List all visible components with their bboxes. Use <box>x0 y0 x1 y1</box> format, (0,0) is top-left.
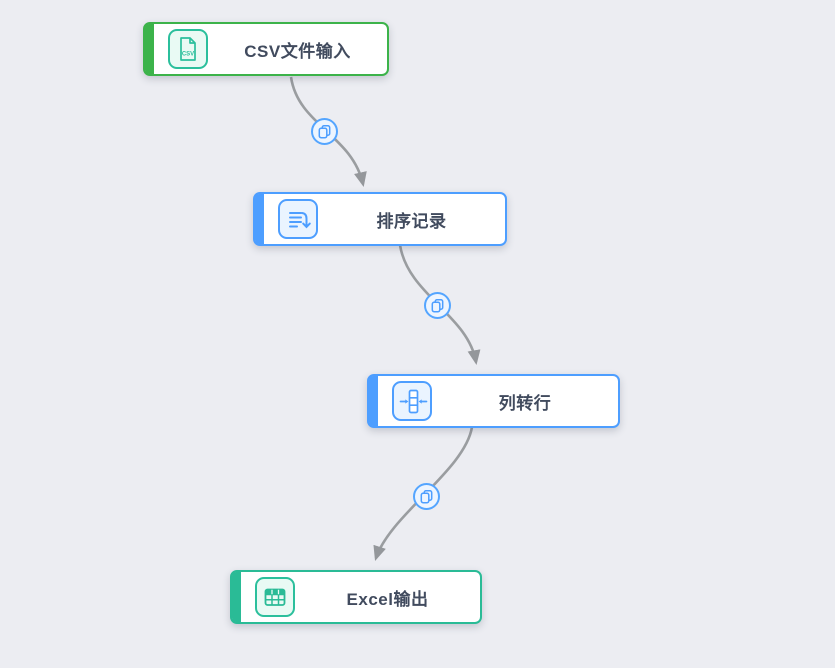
node-accent-bar <box>369 376 378 426</box>
excel-table-icon <box>255 577 295 617</box>
node-excel-output[interactable]: Excel输出 <box>230 570 482 624</box>
copy-icon <box>318 125 331 139</box>
node-csv-input[interactable]: CSV CSV文件输入 <box>143 22 389 76</box>
hop-copy-badge-2[interactable] <box>424 292 451 319</box>
node-accent-bar <box>232 572 241 622</box>
svg-text:CSV: CSV <box>182 52 194 58</box>
node-sort-rows[interactable]: 排序记录 <box>253 192 507 246</box>
node-label: 列转行 <box>498 393 552 413</box>
copy-icon <box>431 299 444 313</box>
copy-icon <box>420 490 433 504</box>
node-column-to-row[interactable]: 列转行 <box>367 374 620 428</box>
hop-copy-badge-1[interactable] <box>311 118 338 145</box>
column-to-row-icon <box>392 381 432 421</box>
node-label: 排序记录 <box>376 211 447 231</box>
sort-rows-icon <box>278 199 318 239</box>
hop-copy-badge-3[interactable] <box>413 483 440 510</box>
node-label: CSV文件输入 <box>244 41 351 61</box>
node-accent-bar <box>145 24 154 74</box>
node-label: Excel输出 <box>346 589 429 609</box>
node-accent-bar <box>255 194 264 244</box>
csv-file-icon: CSV <box>168 29 208 69</box>
